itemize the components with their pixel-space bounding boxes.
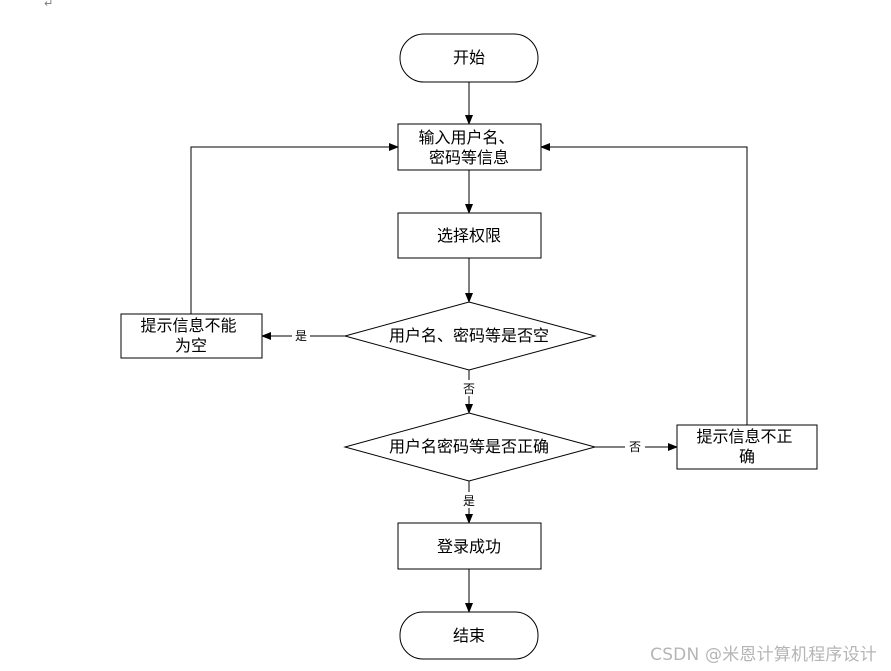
svg-text:结束: 结束	[453, 626, 485, 645]
svg-text:输入用户名、 密码等信息: 输入用户名、 密码等信息	[418, 128, 519, 167]
node-empty-prompt-line-1: 提示信息不能	[140, 316, 236, 335]
node-end: 结束	[399, 611, 539, 660]
node-empty-prompt: 提示信息不能 为空	[120, 313, 263, 359]
node-check-empty: 用户名、密码等是否空	[343, 301, 597, 371]
edge-labels: 是 否 否 是	[292, 328, 645, 508]
edges	[190, 82, 748, 613]
node-empty-prompt-line-2: 为空	[175, 336, 207, 355]
edge-label-correct-no: 否	[629, 440, 641, 454]
edge-incorrect-prompt-to-input	[540, 143, 748, 425]
edge-label-empty-no: 否	[463, 382, 475, 396]
paragraph-mark: ↵	[44, 0, 54, 10]
node-input-info: 输入用户名、 密码等信息	[397, 123, 542, 171]
svg-text:提示信息不能 为空: 提示信息不能 为空	[140, 316, 241, 355]
node-login-success-line: 登录成功	[437, 537, 501, 556]
node-check-correct: 用户名密码等是否正确	[343, 412, 597, 482]
node-select-permission: 选择权限	[397, 212, 542, 259]
svg-text:登录成功: 登录成功	[437, 537, 501, 556]
svg-text:选择权限: 选择权限	[437, 226, 501, 245]
watermark: CSDN @米恩计算机程序设计	[650, 645, 877, 665]
node-end-line: 结束	[453, 626, 485, 645]
node-incorrect-prompt: 提示信息不正 确	[676, 424, 818, 470]
node-start: 开始	[399, 33, 539, 83]
edge-label-correct-yes: 是	[463, 494, 475, 508]
edge-label-empty-yes: 是	[295, 329, 307, 343]
node-incorrect-prompt-line-1: 提示信息不正	[696, 427, 792, 446]
svg-text:提示信息不正 确: 提示信息不正 确	[696, 427, 797, 466]
svg-text:用户名、密码等是否空: 用户名、密码等是否空	[389, 326, 549, 345]
node-select-permission-line: 选择权限	[437, 226, 501, 245]
node-incorrect-prompt-line-2: 确	[739, 447, 755, 466]
node-login-success: 登录成功	[397, 522, 542, 570]
node-input-info-line-2: 密码等信息	[429, 148, 509, 167]
node-start-line: 开始	[453, 48, 485, 67]
edge-empty-prompt-to-input	[190, 143, 399, 314]
node-check-correct-line: 用户名密码等是否正确	[389, 437, 549, 456]
svg-text:开始: 开始	[453, 48, 485, 67]
node-input-info-line-1: 输入用户名、	[418, 128, 514, 147]
svg-text:用户名密码等是否正确: 用户名密码等是否正确	[389, 437, 549, 456]
node-check-empty-line: 用户名、密码等是否空	[389, 326, 549, 345]
